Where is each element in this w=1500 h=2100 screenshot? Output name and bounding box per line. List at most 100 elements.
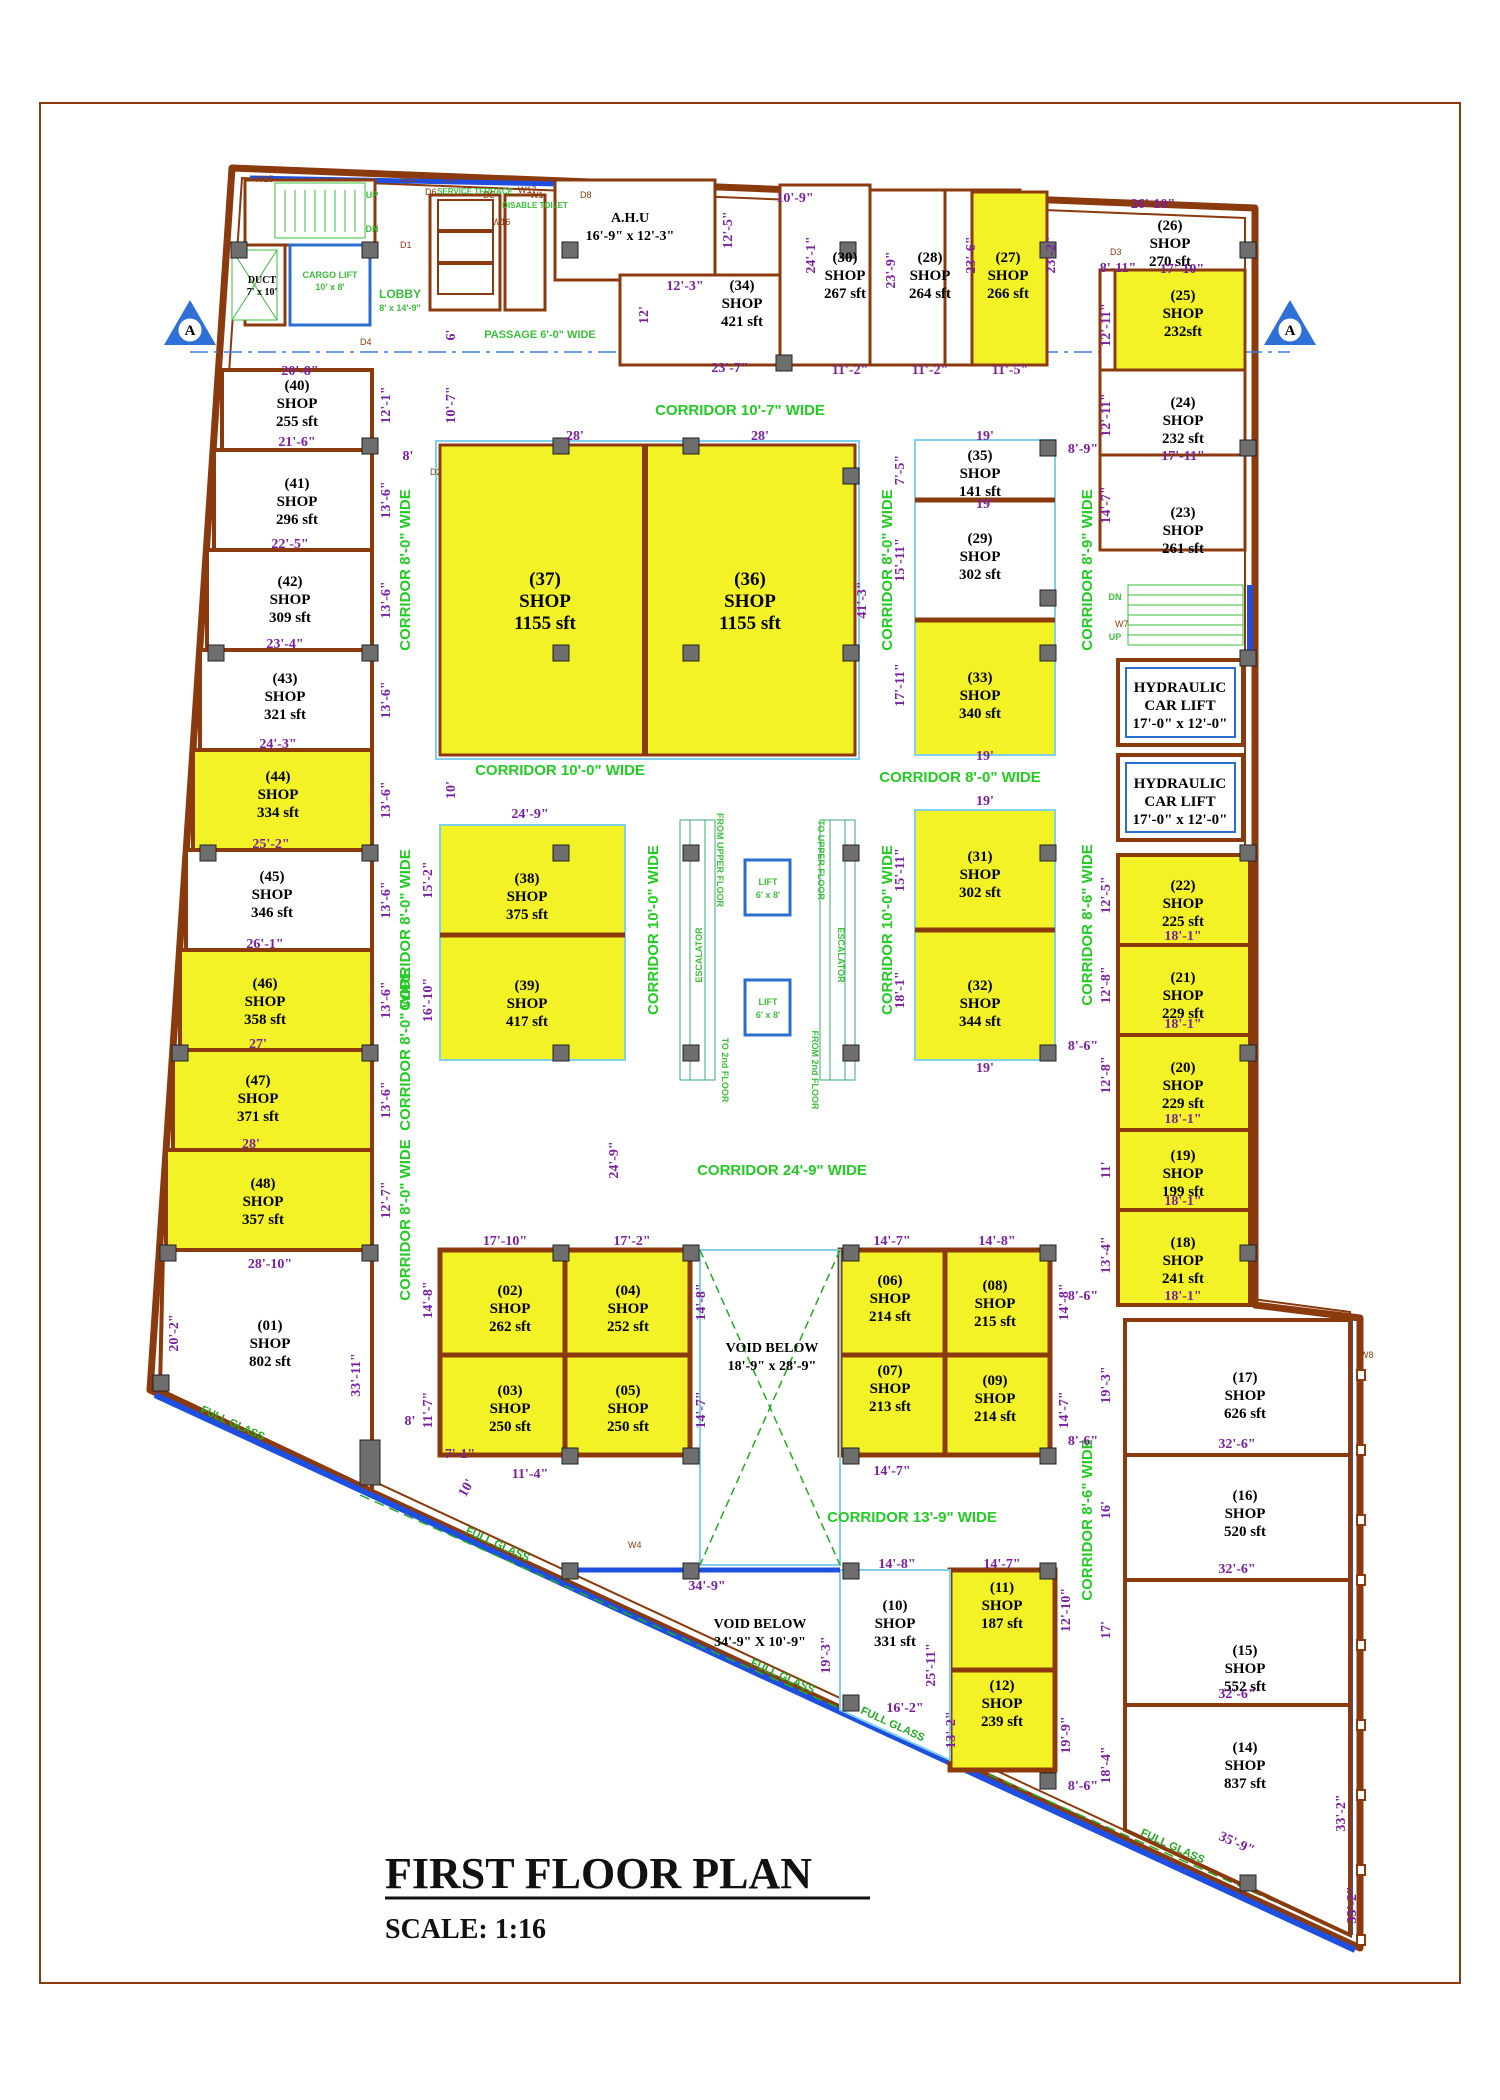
shop-18-area: 241 sft	[1162, 1271, 1204, 1287]
shop-34-number: (34)	[730, 278, 755, 294]
shop-40-area: 255 sft	[276, 414, 318, 430]
dimension-label: 19'	[976, 794, 994, 809]
shop-47-number: (47)	[246, 1073, 271, 1089]
shop-38-room[interactable]	[439, 824, 626, 936]
stair-dn-label: DN	[366, 224, 379, 234]
shop-03-room[interactable]	[437, 1352, 568, 1458]
shop-48-area: 357 sft	[242, 1212, 284, 1228]
shop-26-number: (26)	[1158, 218, 1183, 234]
dimension-label: 23'-9"	[884, 251, 899, 288]
lift-2-size: 6' x 8'	[756, 1010, 780, 1020]
section-label: A	[185, 323, 196, 339]
shop-45-room[interactable]	[184, 848, 374, 952]
toilet-block	[437, 199, 494, 295]
shop-32-number: (32)	[968, 978, 993, 994]
stair-east-up: UP	[1109, 632, 1122, 642]
shop-40-room[interactable]	[220, 368, 374, 452]
car-lift-2-l1: HYDRAULIC	[1134, 776, 1227, 792]
car-lift-2-size: 17'-0" x 12'-0"	[1133, 812, 1228, 828]
shop-14-room[interactable]	[1123, 1703, 1352, 1939]
shop-04-room[interactable]	[562, 1247, 693, 1358]
dimension-label: 24'-9"	[511, 807, 548, 822]
shop-15-area: 552 sft	[1224, 1679, 1266, 1695]
shop-33-room[interactable]	[914, 619, 1056, 756]
door-tag: W7	[1115, 619, 1129, 629]
dimension-label: 13'-2"	[944, 1711, 959, 1748]
shop-21-room[interactable]	[1116, 943, 1252, 1037]
shop-46-room[interactable]	[178, 948, 374, 1052]
shop-41-room[interactable]	[212, 448, 374, 552]
shop-03-area: 250 sft	[489, 1419, 531, 1435]
corridor-label: CORRIDOR 24'-9" WIDE	[697, 1162, 867, 1179]
car-lift-1-size: 17'-0" x 12'-0"	[1133, 716, 1228, 732]
shop-36-room[interactable]	[643, 443, 857, 757]
shop-42-room[interactable]	[205, 548, 374, 652]
shop-44-room[interactable]	[191, 748, 374, 852]
shop-32-room[interactable]	[914, 929, 1056, 1061]
shop-37-room[interactable]	[438, 443, 647, 757]
shop-22-area: 225 sft	[1162, 914, 1204, 930]
plan-title: FIRST FLOOR PLAN	[385, 1849, 812, 1898]
shop-11-label: SHOP	[982, 1598, 1023, 1614]
dimension-label: 14'-8"	[878, 1557, 915, 1572]
shop-07-label: SHOP	[870, 1381, 911, 1397]
shop-39-area: 417 sft	[506, 1014, 548, 1030]
dimension-label: 14'-8"	[978, 1234, 1015, 1249]
shop-17-room[interactable]	[1123, 1318, 1352, 1457]
dimension-label: 17'-2"	[613, 1234, 650, 1249]
dimension-label: 25'-2"	[252, 837, 289, 852]
shop-10-room[interactable]	[839, 1569, 951, 1762]
lobby-label: LOBBY	[379, 287, 421, 301]
dimension-label: 18'-1"	[1164, 1289, 1201, 1304]
dimension-label: 8'	[405, 1414, 416, 1429]
shop-25-number: (25)	[1171, 288, 1196, 304]
dimension-label: 19'	[976, 749, 994, 764]
duct-label: DUCT	[248, 275, 277, 286]
void-2-label: VOID BELOW	[714, 1617, 807, 1632]
dimension-label: 28'-10"	[248, 1257, 292, 1272]
shop-29-room[interactable]	[914, 499, 1056, 621]
shop-43-area: 321 sft	[264, 707, 306, 723]
dimension-label: 20'-8"	[281, 364, 318, 379]
shop-22-number: (22)	[1171, 878, 1196, 894]
shop-39-room[interactable]	[439, 934, 626, 1061]
dimension-label: 8'-6"	[1068, 1779, 1098, 1794]
ahu-size: 16'-9" x 12'-3"	[586, 229, 675, 244]
escalator-to-2nd: TO 2nd FLOOR	[720, 1038, 730, 1103]
shop-17-label: SHOP	[1225, 1388, 1266, 1404]
shop-35-room[interactable]	[914, 439, 1056, 501]
shop-25-room[interactable]	[1113, 268, 1247, 372]
shop-43-room[interactable]	[198, 648, 374, 752]
shop-04-number: (04)	[616, 1283, 641, 1299]
shop-31-number: (31)	[968, 849, 993, 865]
shop-11-room[interactable]	[947, 1567, 1058, 1673]
shop-48-room[interactable]	[164, 1148, 374, 1252]
dimension-label: 15'-11"	[893, 848, 908, 892]
shop-09-room[interactable]	[942, 1352, 1053, 1458]
shop-37-label: SHOP	[519, 591, 571, 612]
shop-12-number: (12)	[990, 1678, 1015, 1694]
shop-08-area: 215 sft	[974, 1314, 1016, 1330]
shop-02-room[interactable]	[437, 1247, 568, 1358]
shop-48-label: SHOP	[243, 1194, 284, 1210]
shop-05-room[interactable]	[562, 1352, 693, 1458]
shop-26-label: SHOP	[1150, 236, 1191, 252]
shop-47-room[interactable]	[171, 1048, 374, 1152]
dimension-label: 13'-6"	[379, 881, 394, 918]
service-terrace-label: SERVICE TERRACE	[437, 187, 514, 196]
shop-27-room[interactable]	[970, 190, 1049, 367]
car-lift-2-l2: CAR LIFT	[1144, 794, 1215, 810]
dimension-label: 11'-2"	[832, 363, 869, 378]
dimension-label: 32'-6"	[1218, 1562, 1255, 1577]
shop-01-room[interactable]	[157, 1248, 374, 1494]
shop-46-number: (46)	[253, 976, 278, 992]
shop-12-area: 239 sft	[981, 1714, 1023, 1730]
door-tag: W4	[628, 1540, 642, 1550]
shop-20-label: SHOP	[1163, 1078, 1204, 1094]
shop-06-area: 214 sft	[869, 1309, 911, 1325]
shop-08-room[interactable]	[942, 1247, 1053, 1358]
dimension-label: 24'-3"	[259, 737, 296, 752]
shop-43-label: SHOP	[265, 689, 306, 705]
dimension-label: 24'-1"	[804, 236, 819, 273]
shop-14-number: (14)	[1233, 1740, 1258, 1756]
